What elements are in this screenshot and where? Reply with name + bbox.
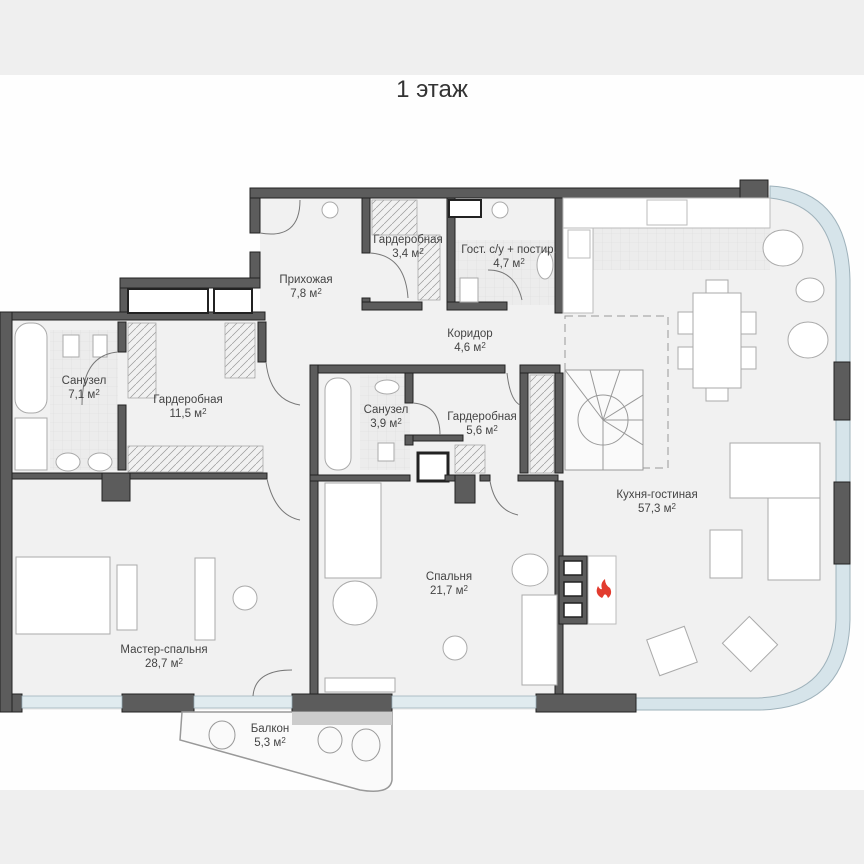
room-label-guest-wc: Гост. с/у + постир. 4,7 м2 [461, 243, 556, 271]
room-label-master-bedroom: Мастер-спальня 28,7 м2 [120, 643, 207, 671]
room-name: Мастер-спальня [120, 644, 208, 656]
floor-title: 1 этаж [396, 76, 468, 103]
shafts [127, 199, 482, 314]
kitchen-counters [562, 197, 771, 314]
room-name: Балкон [250, 723, 290, 735]
room-label-bedroom: Спальня 21,7 м2 [426, 570, 472, 598]
room-area: 11,5 м2 [169, 407, 207, 420]
room-area: 5,6 м2 [466, 424, 498, 437]
room-name: Гардеробная [447, 411, 517, 423]
bathroom-fixtures [14, 201, 554, 472]
living-furniture [646, 229, 829, 677]
room-area: 21,7 м2 [430, 584, 468, 597]
room-label-bathroom-2: Санузел 3,9 м2 [364, 403, 409, 431]
room-label-wardrobe-1: Гардеробная 3,4 м2 [373, 233, 443, 261]
door-swings [81, 199, 523, 697]
room-name: Гост. с/у + постир. [461, 244, 557, 256]
room-name: Спальня [425, 571, 473, 583]
room-name: Санузел [61, 375, 107, 387]
chimney-block [558, 555, 617, 625]
fire-icon [596, 579, 612, 598]
room-label-corridor: Коридор 4,6 м2 [447, 327, 492, 355]
room-label-bathroom-1: Санузел 7,1 м2 [62, 374, 107, 402]
balcony [179, 711, 393, 792]
room-area: 4,7 м2 [493, 257, 525, 270]
window-strips [21, 695, 537, 709]
room-label-wardrobe-2: Гардеробная 11,5 м2 [153, 393, 223, 421]
room-area: 3,9 м2 [370, 417, 402, 430]
room-area: 7,8 м2 [290, 287, 322, 300]
room-name: Гардеробная [373, 234, 443, 246]
staircase [564, 315, 669, 471]
kitchen-tile-zone [580, 228, 770, 270]
room-name: Кухня-гостиная [616, 489, 698, 501]
room-area: 57,3 м2 [638, 502, 676, 515]
wardrobe-rails [127, 199, 555, 474]
room-label-wardrobe-3: Гардеробная 5,6 м2 [447, 410, 517, 438]
room-area: 3,4 м2 [392, 247, 424, 260]
room-name: Прихожая [279, 274, 333, 286]
room-area: 7,1 м2 [68, 388, 100, 401]
room-name: Гардеробная [153, 394, 223, 406]
room-area: 4,6 м2 [454, 341, 486, 354]
room-name: Коридор [447, 328, 493, 340]
room-area: 5,3 м2 [254, 736, 286, 749]
bedroom-furniture [15, 482, 558, 693]
room-label-kitchen-living: Кухня-гостиная 57,3 м2 [616, 488, 697, 516]
room-name: Санузел [363, 404, 409, 416]
dining-table [677, 279, 757, 402]
room-label-hallway: Прихожая 7,8 м2 [279, 273, 332, 301]
room-label-balcony: Балкон 5,3 м2 [251, 722, 290, 750]
room-area: 28,7 м2 [145, 657, 183, 670]
